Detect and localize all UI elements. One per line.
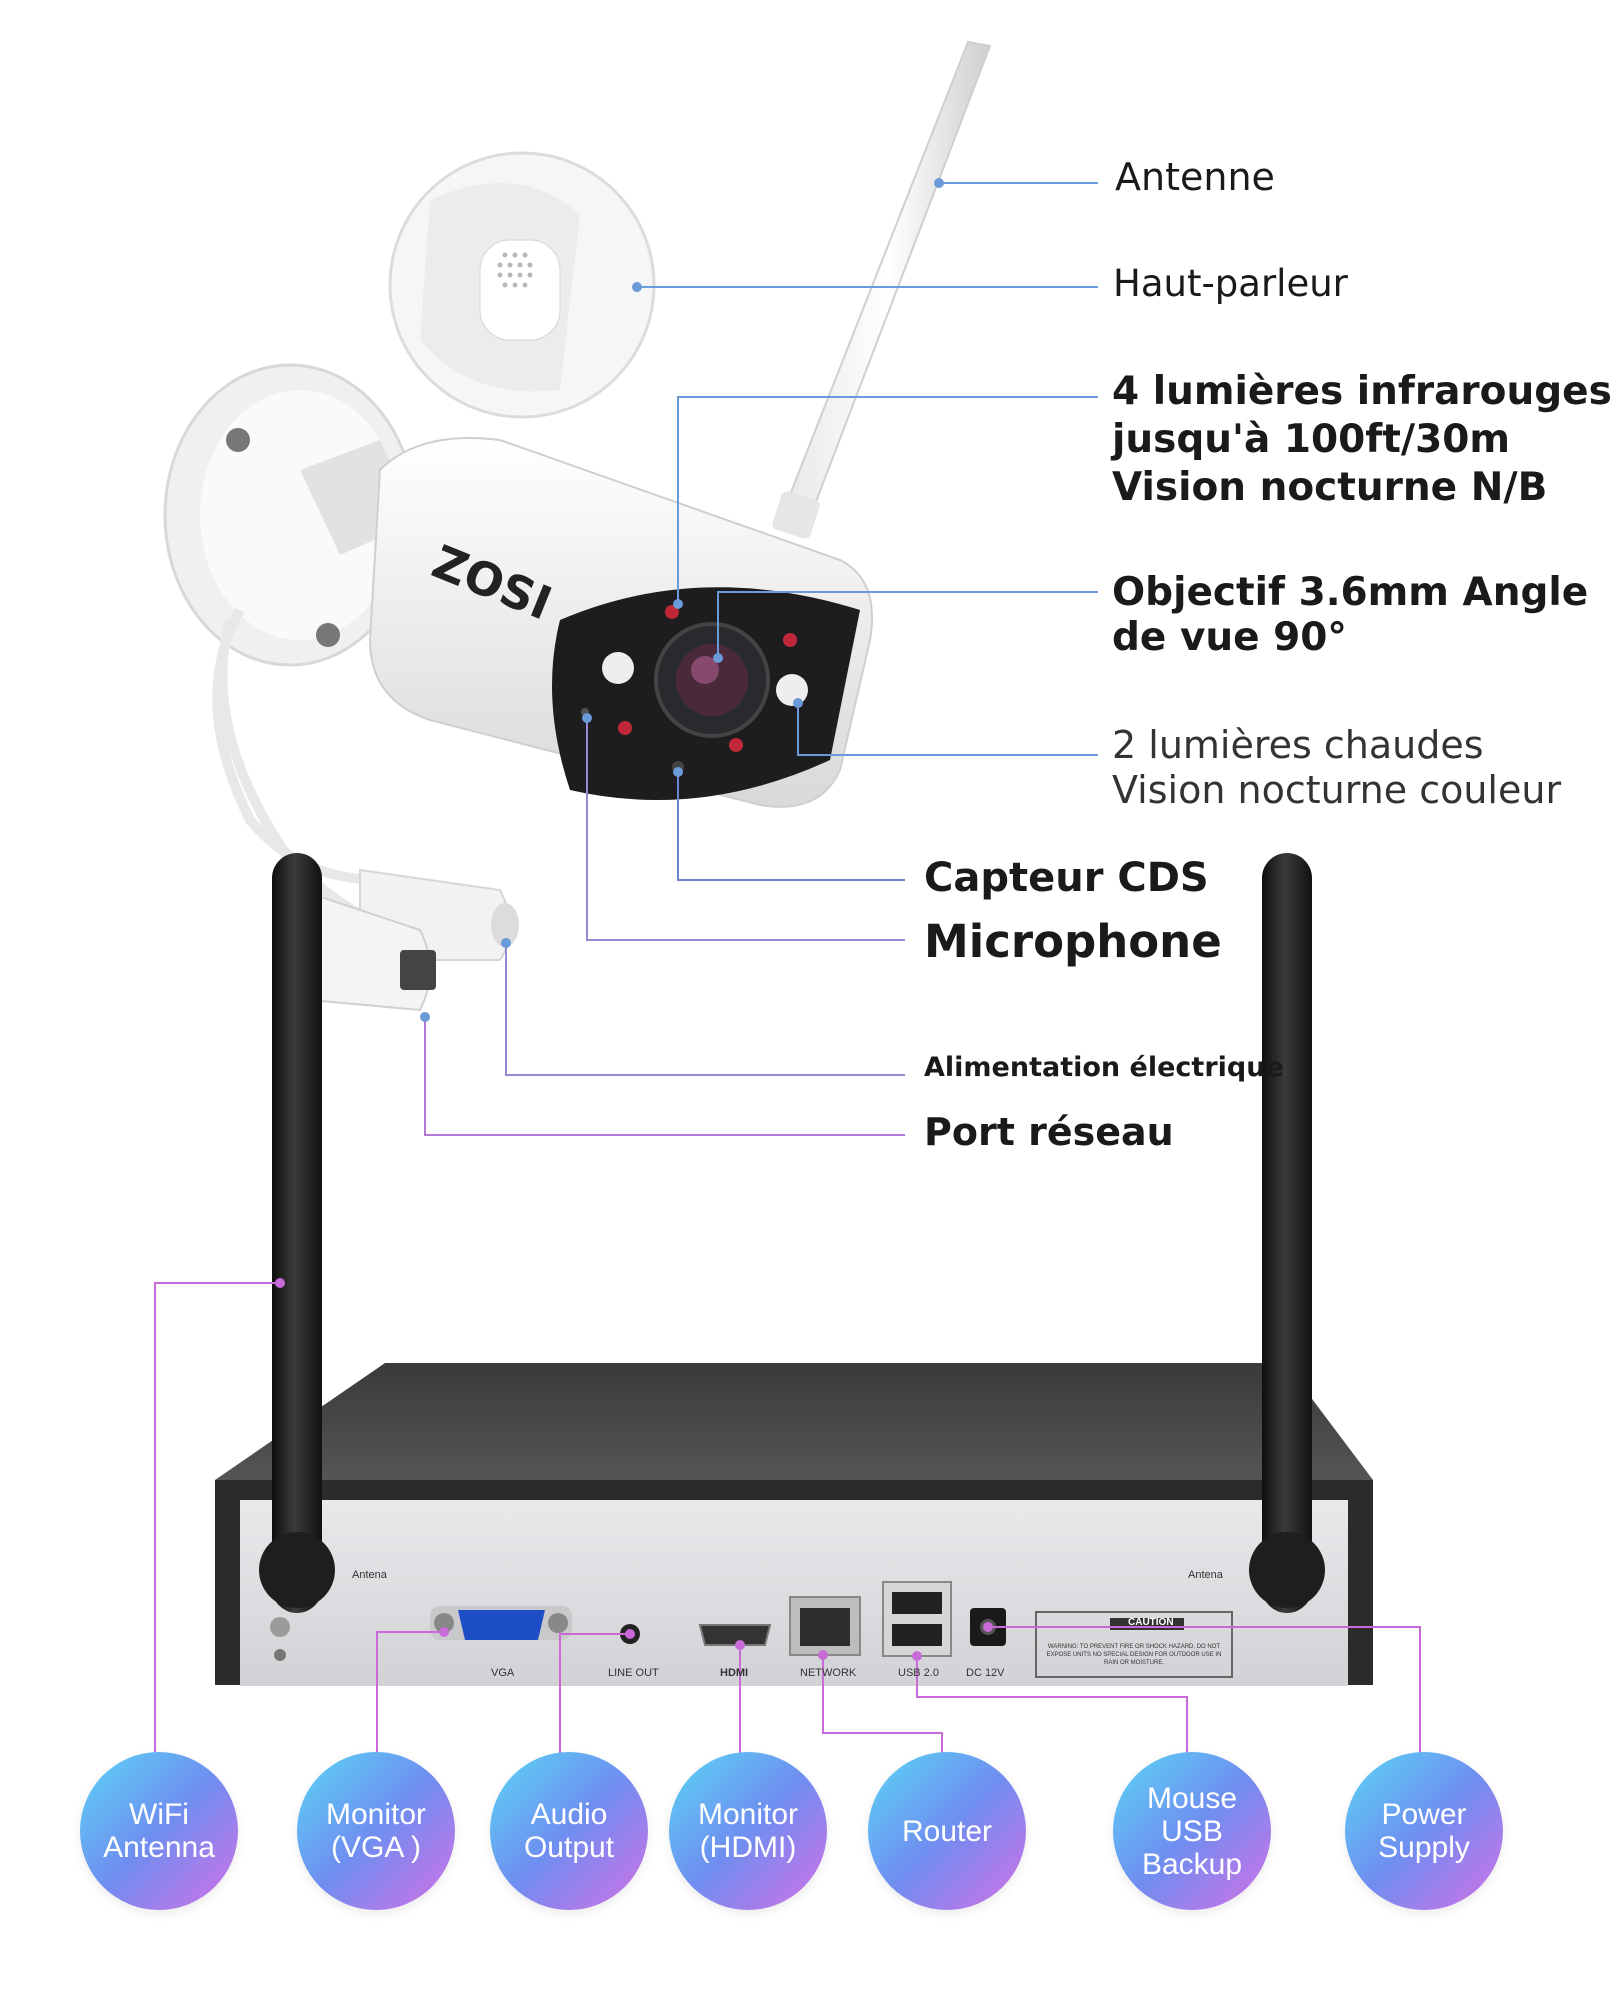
label-objectif: Objectif 3.6mm Angle de vue 90°	[1112, 570, 1588, 660]
label-warm-lights: 2 lumières chaudes Vision nocturne coule…	[1112, 723, 1561, 813]
bubble-monitor-vga: Monitor(VGA )	[297, 1752, 455, 1910]
label-objectif-line1: Objectif 3.6mm Angle	[1112, 570, 1589, 615]
bubble-text: Backup	[1141, 1847, 1243, 1881]
panel-label-hdmi: HDMI	[720, 1667, 749, 1679]
panel-label-usb: USB 2.0	[898, 1667, 939, 1679]
label-warm-line1: 2 lumières chaudes	[1112, 723, 1484, 767]
label-infrared-line2: jusqu'à 100ft/30m	[1112, 417, 1511, 462]
label-objectif-line2: de vue 90°	[1112, 615, 1347, 660]
label-capteur-cds: Capteur CDS	[924, 855, 1209, 901]
camera-body: ZOSI	[368, 437, 873, 808]
label-port-reseau: Port réseau	[924, 1110, 1174, 1154]
panel-label-dc: DC 12V	[966, 1667, 1005, 1679]
label-microphone: Microphone	[924, 915, 1222, 968]
panel-warning-text: WARNING: TO PREVENT FIRE OR SHOCK HAZARD…	[1046, 1644, 1222, 1666]
network-connector	[293, 888, 436, 1012]
label-infrared-line1: 4 lumières infrarouges	[1112, 369, 1612, 414]
bubble-router: Router	[868, 1752, 1026, 1910]
label-antenne: Antenne	[1115, 155, 1275, 199]
bubble-text: (HDMI)	[699, 1831, 797, 1864]
nvr-callout-dots	[275, 1278, 993, 1661]
camera-callout-lines	[424, 182, 1098, 1136]
bubble-text: USB	[1161, 1814, 1223, 1848]
label-warm-line2: Vision nocturne couleur	[1112, 768, 1562, 812]
bubble-text: WiFi	[129, 1798, 189, 1831]
bubble-text: Router	[901, 1814, 993, 1848]
label-infrared: 4 lumières infrarouges jusqu'à 100ft/30m…	[1112, 368, 1612, 512]
bubble-text: Supply	[1378, 1831, 1470, 1864]
bubble-text: Monitor	[325, 1798, 427, 1831]
label-alimentation: Alimentation électrique	[924, 1052, 1284, 1083]
bubble-text: Power	[1381, 1798, 1467, 1831]
bubble-text: (VGA )	[330, 1831, 421, 1864]
panel-label-caution: CAUTION	[1128, 1617, 1174, 1628]
bubble-text: Antenna	[103, 1831, 215, 1864]
bubble-text: Monitor	[697, 1798, 799, 1831]
panel-label-line-out: LINE OUT	[608, 1667, 659, 1679]
bubble-monitor-hdmi: Monitor(HDMI)	[669, 1752, 827, 1910]
speaker-detail	[388, 151, 656, 419]
bubble-text: Output	[523, 1831, 615, 1864]
bubble-text: Audio	[530, 1798, 608, 1831]
camera-antenna	[772, 40, 992, 539]
panel-label-antenna-left: Antena	[352, 1569, 387, 1581]
callout-dots	[420, 178, 944, 1022]
label-haut-parleur: Haut-parleur	[1113, 262, 1348, 305]
nvr-antenna-right	[1249, 853, 1325, 1613]
panel-label-antenna-right: Antena	[1188, 1569, 1223, 1581]
panel-label-vga: VGA	[491, 1667, 515, 1679]
label-infrared-line3: Vision nocturne N/B	[1112, 465, 1548, 510]
panel-label-network: NETWORK	[800, 1667, 857, 1679]
nvr-callout-lines	[154, 1282, 1421, 1760]
nvr-antenna-left	[259, 853, 335, 1613]
bubble-text: Mouse	[1146, 1781, 1238, 1815]
